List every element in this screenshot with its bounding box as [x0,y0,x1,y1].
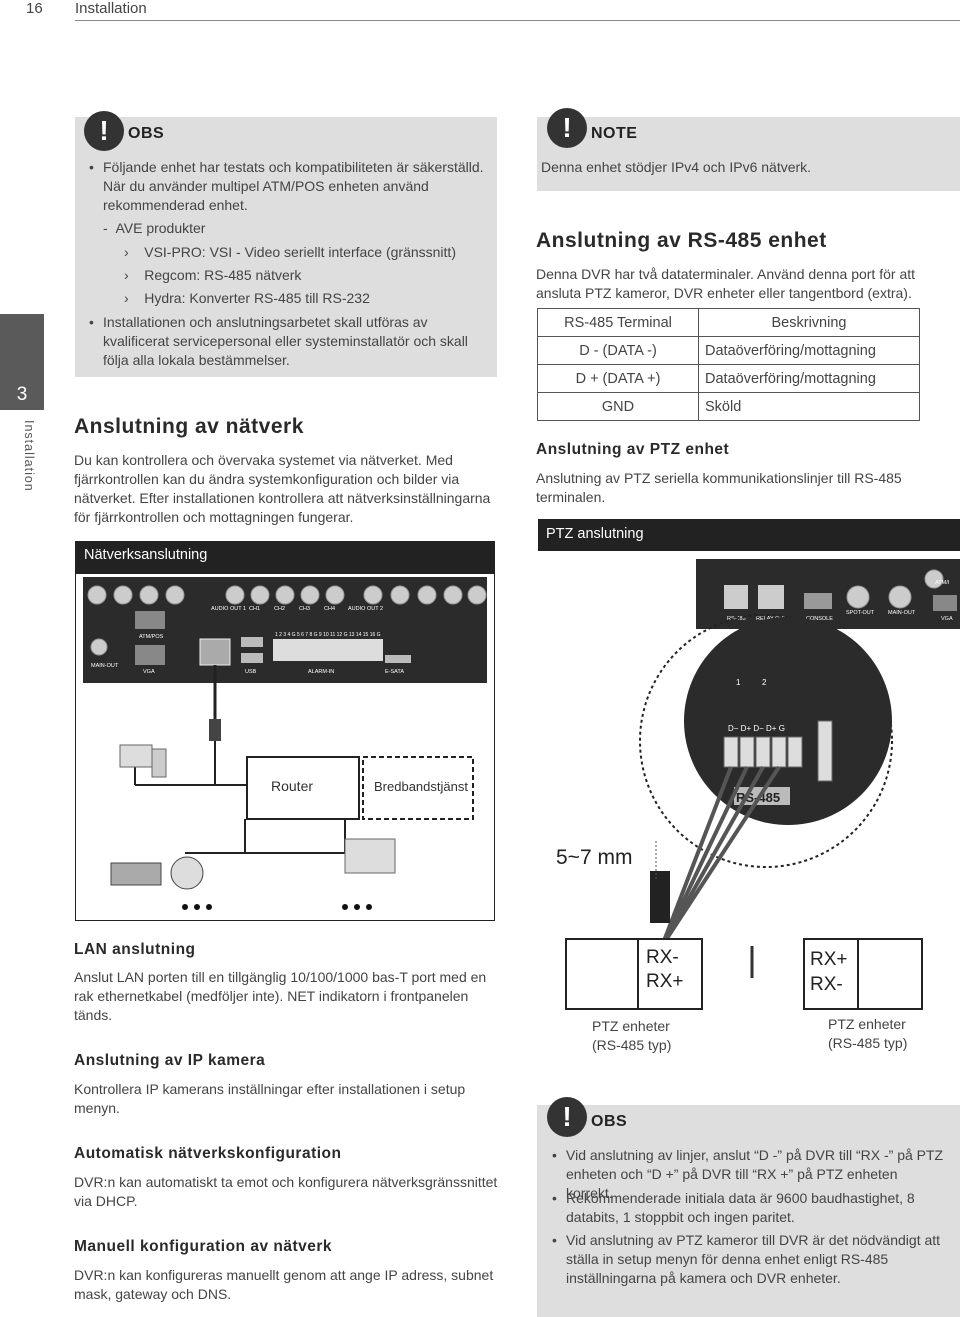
ptz-unit-2 [803,938,923,1010]
table-cell: D + (DATA +) [537,364,699,393]
obs-bullet-2: •Installationen och anslutningsarbetet s… [89,314,468,368]
table-row: D - (DATA -)Dataöverföring/mottagning [537,336,920,365]
svg-text:5~7 mm: 5~7 mm [556,846,632,869]
svg-text:PTZ enheter: PTZ enheter [828,1016,906,1032]
svg-text:(RS-485 typ): (RS-485 typ) [592,1037,671,1053]
lan-port [199,638,231,666]
warning-icon: ! [84,111,124,151]
svg-text:CH1: CH1 [249,606,260,612]
header-rule [75,20,960,21]
page-number: 16 [26,0,43,17]
svg-text:Bredbandstjänst: Bredbandstjänst [374,779,468,794]
obs-box-2 [537,1105,960,1317]
chapter-number: 3 [16,384,28,405]
note-box [537,117,960,191]
svg-text:RS-485: RS-485 [727,616,746,622]
chapter-tab [0,314,44,410]
svg-text:CH2: CH2 [274,606,285,612]
svg-text:2: 2 [762,678,767,687]
obs-bullet-1: •Följande enhet har testats och kompatib… [89,159,484,213]
svg-text:ALARM-IN: ALARM-IN [308,669,334,675]
svg-text:MAIN-OUT: MAIN-OUT [888,610,916,616]
svg-text:SPOT-OUT: SPOT-OUT [846,610,875,616]
table-header: RS-485 Terminal [537,308,699,337]
note-body: Denna enhet stödjer IPv4 och IPv6 nätver… [541,159,812,175]
chapter-label: Installation [22,420,36,492]
rs485-heading: Anslutning av RS-485 enhet [536,229,827,252]
svg-text:RX-: RX- [646,947,679,968]
table-row: D + (DATA +)Dataöverföring/mottagning [537,364,920,393]
svg-text:MAIN-OUT: MAIN-OUT [91,663,119,669]
table-header: Beskrivning [698,308,920,337]
obs-box-1 [75,117,497,377]
obs2-bullet-2: •Rekommenderade initiala data är 9600 ba… [552,1190,915,1225]
lan-heading: LAN anslutning [74,941,196,958]
manual-heading: Manuell konfiguration av nätverk [74,1238,333,1255]
ptz-bar: PTZ anslutning [538,519,960,551]
obs-dash: - AVE produkter [103,220,206,236]
table-cell: Sköld [698,392,920,421]
ptz-diagram: RS-485 RELAY-OUT CONSOLE SPOT-OUT MAIN-O… [538,551,960,1091]
svg-text:RX+: RX+ [646,971,684,992]
warning-icon: ! [547,1097,587,1137]
svg-text:Router: Router [271,778,313,794]
svg-text:1 2 3 4 G 5 6 7 8 G 9 10 11 12: 1 2 3 4 G 5 6 7 8 G 9 10 11 12 G 13 14 1… [275,632,381,638]
svg-text:E-SATA: E-SATA [385,669,404,675]
zoom-circle [684,617,892,825]
svg-text:VGA: VGA [941,616,953,622]
ip-heading: Anslutning av IP kamera [74,1052,266,1069]
manual-body: DVR:n kan konfigureras manuellt genom at… [74,1267,494,1302]
ptz-heading: Anslutning av PTZ enhet [536,441,730,458]
table-cell: D - (DATA -) [537,336,699,365]
svg-text:AUDIO OUT 1: AUDIO OUT 1 [211,606,246,612]
svg-text:(RS-485 typ): (RS-485 typ) [828,1035,907,1051]
table-cell: Dataöverföring/mottagning [698,336,920,365]
rs485-body: Denna DVR har två dataterminaler. Använd… [536,266,916,301]
obs-sub-2: › Regcom: RS-485 nätverk [124,267,302,283]
svg-text:USB: USB [245,669,257,675]
svg-text:ATM/POS: ATM/POS [139,634,164,640]
network-bar: Nätverksanslutning [75,541,495,573]
svg-text:ATM/I: ATM/I [935,580,950,586]
svg-text:RX-: RX- [810,974,843,995]
obs-sub-1: › VSI-PRO: VSI - Video seriellt interfac… [124,244,456,260]
obs2-bullet-1: •Vid anslutning av linjer, anslut “D -” … [552,1147,944,1201]
auto-body: DVR:n kan automatiskt ta emot och konfig… [74,1174,498,1209]
auto-heading: Automatisk nätverkskonfiguration [74,1145,342,1162]
ptz-unit-1 [565,938,703,1010]
warning-icon: ! [547,108,587,148]
svg-text:PTZ enheter: PTZ enheter [592,1018,670,1034]
obs-title-1: OBS [128,125,165,142]
svg-text:VGA: VGA [143,669,155,675]
lan-body: Anslut LAN porten till en tillgänglig 10… [74,969,487,1023]
svg-text:CH3: CH3 [299,606,310,612]
svg-text:RX+: RX+ [810,949,848,970]
obs-sub-3: › Hydra: Konverter RS-485 till RS-232 [124,290,370,306]
network-body: Du kan kontrollera och övervaka systemet… [74,452,491,525]
network-diagram: AUDIO OUT 1 CH1 CH2 CH3 CH4 AUDIO OUT 2 … [75,573,495,921]
note-title: NOTE [591,125,638,142]
table-cell: GND [537,392,699,421]
ptz-body: Anslutning av PTZ seriella kommunikation… [536,470,902,505]
section-title: Installation [75,0,147,17]
svg-text:D− D+ D− D+ G: D− D+ D− D+ G [728,724,785,733]
svg-text:CONSOLE: CONSOLE [806,616,833,622]
svg-text:1: 1 [736,678,741,687]
svg-text:AUDIO OUT 2: AUDIO OUT 2 [348,606,383,612]
obs2-bullet-3: •Vid anslutning av PTZ kameror till DVR … [552,1232,941,1286]
obs-title-2: OBS [591,1113,628,1130]
svg-text:CH4: CH4 [324,606,335,612]
table-cell: Dataöverföring/mottagning [698,364,920,393]
ip-body: Kontrollera IP kamerans inställningar ef… [74,1081,466,1116]
network-heading: Anslutning av nätverk [74,415,304,438]
